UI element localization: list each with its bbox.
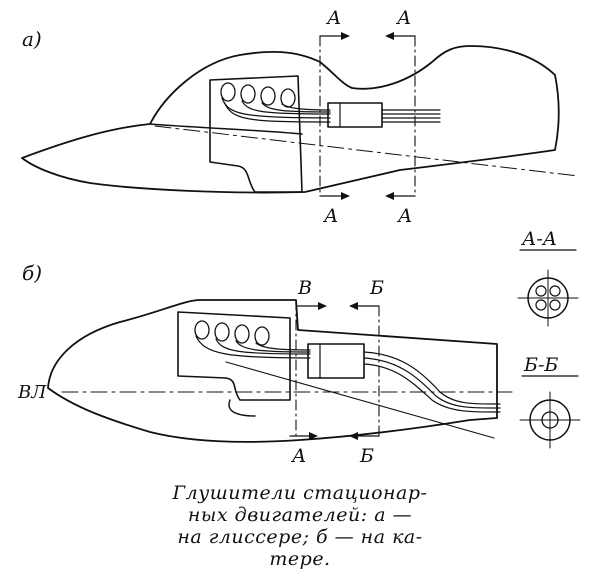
section-label-a-top-right: А [395,7,411,29]
section-label-a-bottom-right: А [396,205,412,227]
cutter-hull-outline [47,299,498,443]
figure-a-label: а) [22,27,42,51]
waterline-label: ВЛ [17,382,47,403]
section-bb-view: Б-Б [519,354,581,449]
caption-line-2: ных двигателей: а — [187,504,413,526]
cutter-muffler [307,343,365,379]
glider-exhaust-pipes [220,82,331,123]
glider-engine-compartment [209,75,303,193]
section-label-b-top-left: В [297,277,312,299]
glider-deck-line [149,123,303,135]
section-label-a-bottom-left: А [322,205,338,227]
section-label-b-bottom-right: Б [359,445,374,467]
caption-line-4: тере. [269,548,331,570]
caption-line-3: на глиссере; б — на ка- [177,526,423,548]
glider-muffler [327,102,383,128]
figure-caption: Глушители стационар- ных двигателей: а —… [150,482,450,570]
cutter-shaft-line [225,361,495,439]
cutter-exhaust-pipes [194,320,311,359]
figure-b-label: б) [22,261,42,285]
section-label-b-top-right: Б [369,277,384,299]
glider-hull-outline [21,45,560,194]
section-label-b-bottom-left: А [290,445,306,467]
section-aa-view: А-А [517,228,579,327]
cutter-engine-compartment [177,311,291,401]
section-bb-title: Б-Б [523,354,558,376]
figure-a-glider: а) [21,7,579,227]
cutter-outlet-pipes [363,351,501,413]
glider-shaft-axis [154,125,579,177]
figure-b-cutter: б) ВЛ [17,261,513,467]
section-aa-title: А-А [520,228,557,250]
section-label-a-top-left: А [325,7,341,29]
caption-line-1: Глушители стационар- [172,482,428,504]
glider-outlet-pipes [381,109,441,123]
